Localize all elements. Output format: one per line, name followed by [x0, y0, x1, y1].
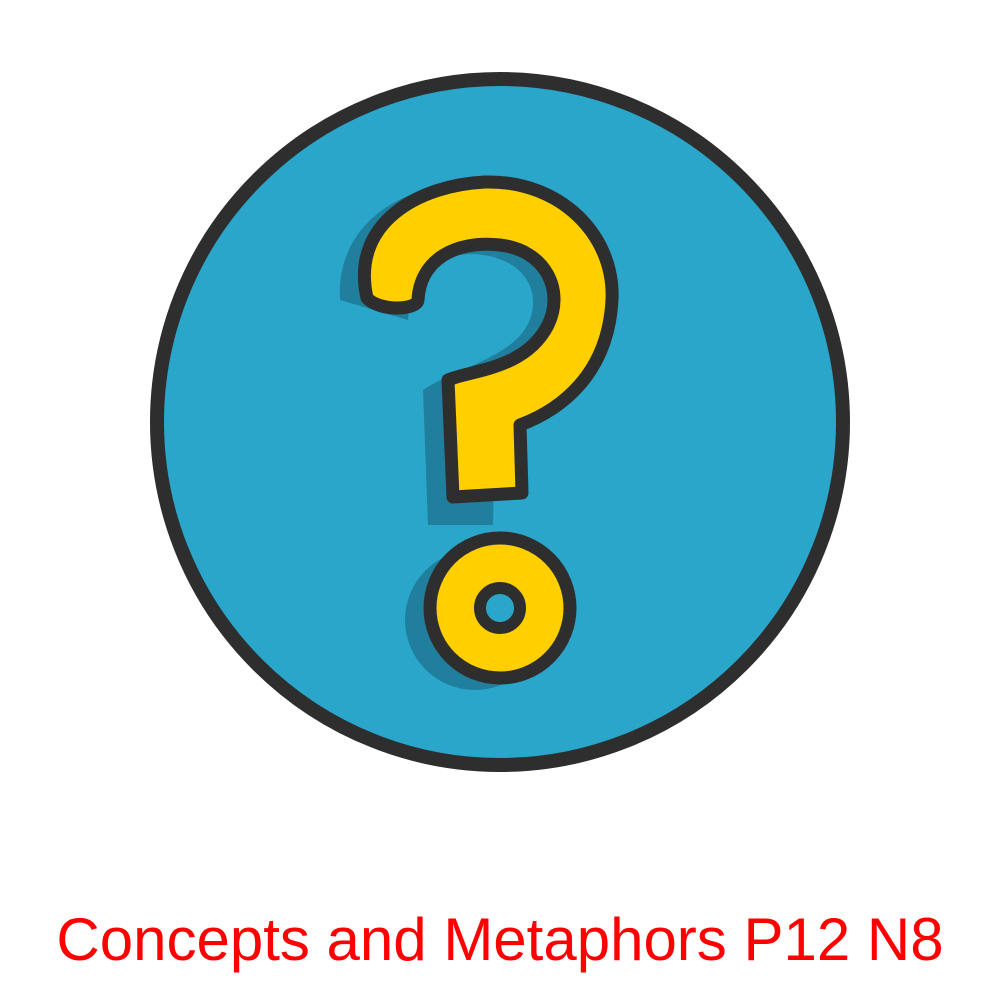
question-mark-dot-center: [474, 582, 526, 634]
caption: Concepts and Metaphors P12 N8: [56, 906, 944, 973]
question-mark-hook: [358, 175, 619, 504]
